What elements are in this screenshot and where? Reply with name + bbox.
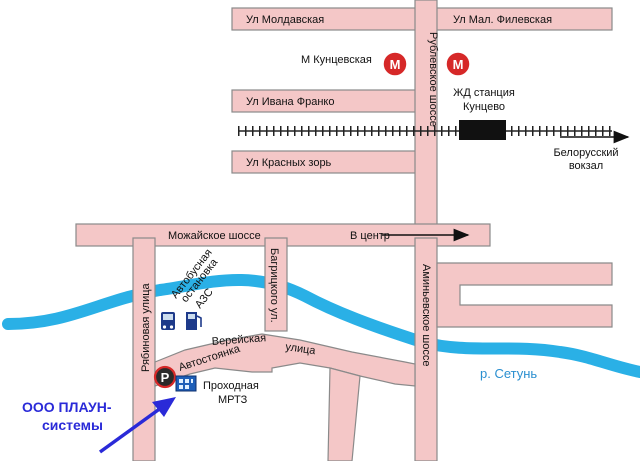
label-vereyskaya-1: Верейская (211, 332, 266, 348)
label-vereyskaya-2: улица (285, 341, 317, 357)
svg-text:М: М (390, 57, 401, 72)
river (2, 274, 640, 378)
label-checkpoint-2: МРТЗ (218, 394, 248, 406)
label-rublevskoe: Рублевское шоссе (427, 32, 439, 127)
label-mal-filevskaya: Ул Мал. Филевская (453, 14, 552, 26)
label-ivana-franko: Ул Ивана Франко (246, 96, 334, 108)
svg-text:М: М (453, 57, 464, 72)
label-river: р. Сетунь (480, 366, 537, 381)
label-belorussky-2: вокзал (569, 160, 603, 172)
label-ryabinovaya: Рябиновая улица (140, 282, 152, 372)
road-amin-evskoe (414, 237, 438, 461)
road-vereyskaya-south (327, 367, 361, 461)
company-arrow (98, 397, 176, 454)
label-metro-kuntsevskaya: М Кунцевская (301, 54, 372, 66)
company-name-line1: ООО ПЛАУН- (22, 399, 112, 415)
building-icon (175, 375, 197, 392)
label-krasnykh-zor: Ул Красных зорь (246, 157, 332, 169)
metro-icon: М (445, 51, 471, 77)
label-amin-evskoe: Аминьевское шоссе (420, 264, 432, 366)
road-bagritskogo (264, 237, 288, 332)
svg-text:P: P (161, 370, 170, 385)
train-icon (459, 120, 506, 140)
label-bagritskogo: Багрицкого ул. (268, 248, 280, 323)
label-belorussky-1: Белорусский (553, 147, 618, 159)
label-moldavskaya: Ул Молдавская (246, 14, 324, 26)
gas-station-icon (186, 312, 202, 330)
label-v-tsentr: В центр (350, 230, 390, 242)
road-east-branches (436, 262, 613, 328)
label-station-1: ЖД станция (453, 87, 515, 99)
label-checkpoint-1: Проходная (203, 380, 259, 392)
label-mozhayskoe: Можайское шоссе (168, 230, 261, 242)
road-ryabinovaya (132, 237, 156, 461)
parking-icon: P (153, 365, 177, 389)
metro-kuntsevskaya-icon: М (382, 51, 408, 77)
label-station-2: Кунцево (463, 101, 505, 113)
company-name-line2: системы (42, 417, 103, 433)
bus-icon (161, 312, 175, 330)
